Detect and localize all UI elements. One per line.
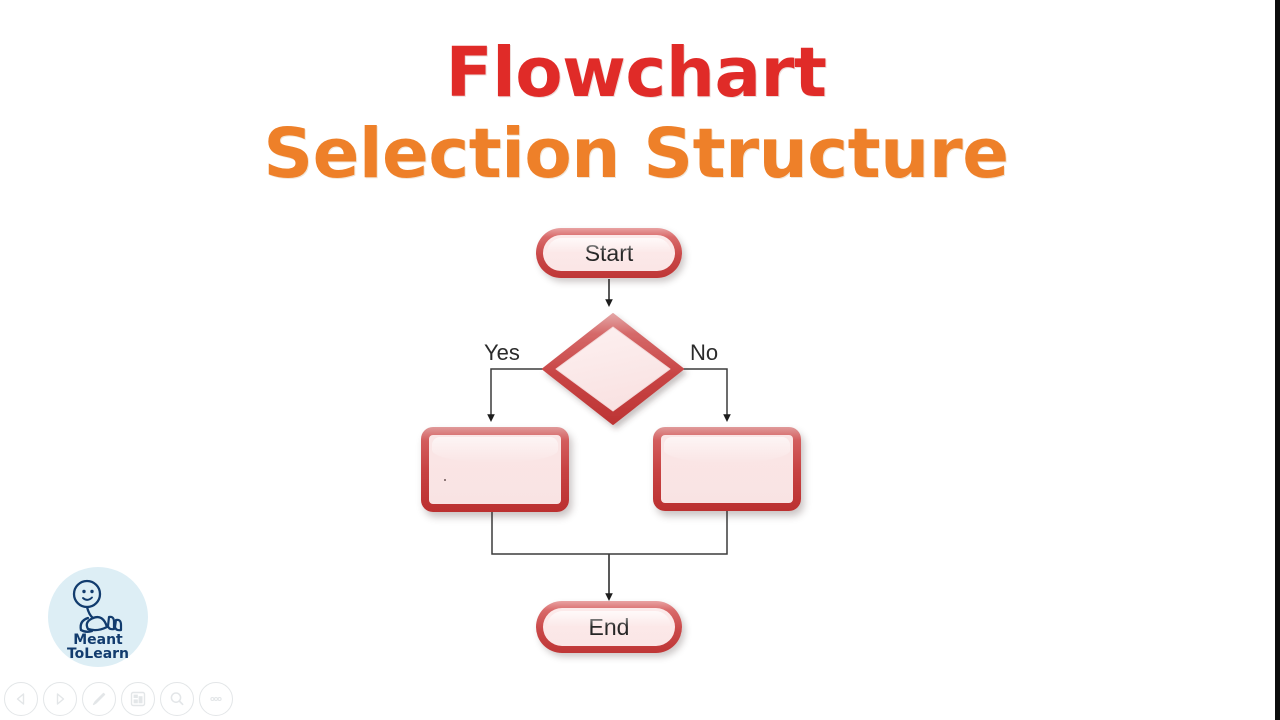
page-title: Flowchart Selection Structure (0, 34, 1272, 196)
flow-node-start-label: Start (584, 239, 634, 266)
stick-figure-foot-right-icon (113, 618, 123, 632)
title-line-1: Flowchart (445, 33, 827, 113)
procbox-gloss (664, 437, 790, 463)
magnifier-icon (170, 692, 184, 706)
flow-node-decision[interactable] (540, 311, 686, 427)
edge-label-yes: Yes (484, 340, 520, 365)
slide-grid-button[interactable] (121, 682, 155, 716)
stick-figure-foot-left-icon (106, 615, 116, 631)
logo-text-line-2: ToLearn (67, 646, 129, 662)
brand-logo: Meant ToLearn (46, 565, 150, 669)
pen-tool-button[interactable] (82, 682, 116, 716)
flow-node-no-action[interactable] (653, 427, 801, 511)
triangle-left-icon (16, 693, 25, 705)
previous-slide-button[interactable] (4, 682, 38, 716)
stick-figure-eye-left-icon (82, 589, 86, 594)
diamond-inner (555, 326, 671, 412)
next-slide-button[interactable] (43, 682, 77, 716)
stick-figure-hand-icon (79, 628, 94, 633)
connector-merge-rail (491, 511, 728, 555)
grid-slides-icon (130, 691, 146, 707)
connector-no-branch (681, 368, 731, 423)
zoom-button[interactable] (160, 682, 194, 716)
procbox-gloss (432, 437, 558, 464)
window-border-gap (1272, 0, 1275, 720)
flow-node-end[interactable]: End (536, 601, 682, 653)
connector-yes-branch (487, 368, 543, 423)
flow-node-yes-action[interactable] (421, 427, 569, 512)
flow-node-start[interactable]: Start (536, 228, 682, 278)
stick-figure-smile-icon (82, 596, 93, 601)
more-options-button[interactable] (199, 682, 233, 716)
pen-icon (92, 692, 106, 706)
triangle-right-icon (56, 693, 65, 705)
stick-figure-eye-right-icon (90, 589, 94, 594)
slideshow-toolbar (4, 682, 233, 716)
stick-figure-body-icon (85, 615, 109, 632)
window-right-border (1275, 0, 1280, 720)
ellipsis-icon (210, 696, 222, 702)
edge-label-no: No (690, 340, 719, 365)
title-line-2: Selection Structure (263, 114, 1009, 194)
stick-figure-arm-icon (79, 616, 90, 632)
flow-node-end-label: End (588, 613, 630, 640)
box-speck (444, 479, 446, 481)
logo-text-line-1: Meant (73, 632, 123, 648)
